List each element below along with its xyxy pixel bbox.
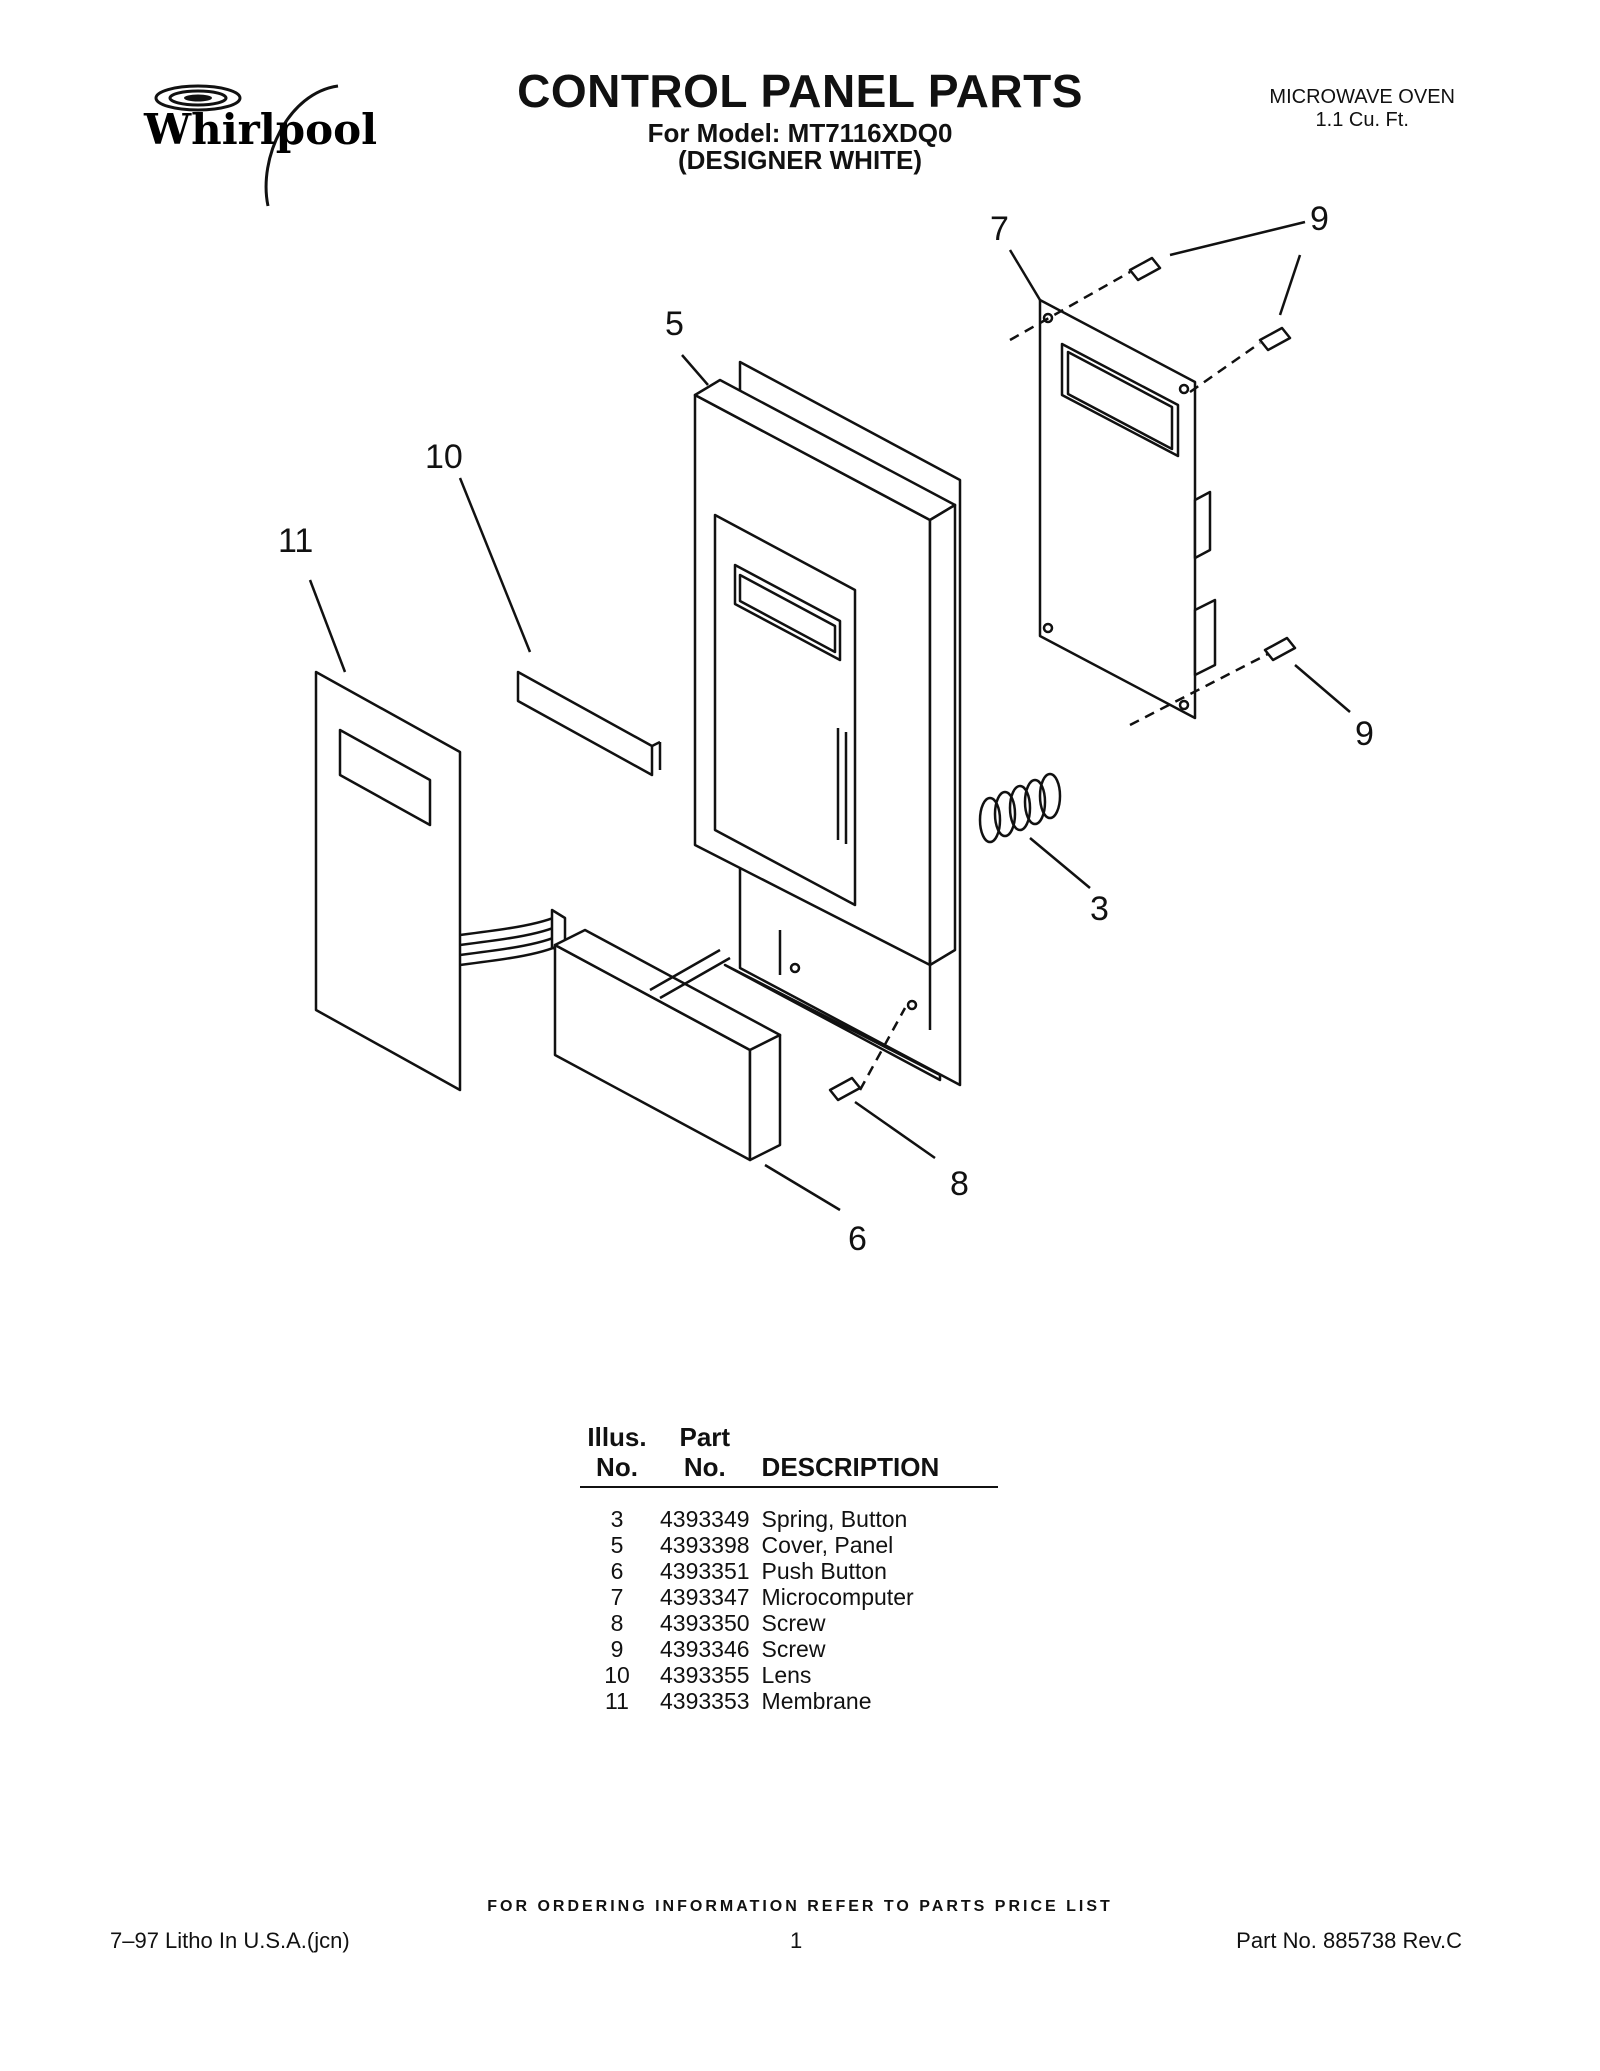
table-row: 5 4393398 Cover, Panel [610, 1532, 894, 1558]
callout-5: 5 [665, 305, 684, 343]
guide-lines [858, 270, 1269, 1091]
exploded-parts-diagram: 7 9 5 10 11 9 3 8 6 [278, 200, 1374, 1258]
part-6-push-button [553, 928, 782, 1162]
parts-table: Illus. No. Part No. DESCRIPTION 3 439334… [580, 1422, 998, 1714]
page-number: 1 [790, 1928, 803, 1953]
part-10-lens [516, 670, 662, 777]
header-illus-no: Illus. No. [580, 1422, 654, 1488]
leader-arrows [308, 220, 1351, 1212]
screw-parts [828, 256, 1297, 1102]
color-line: (DESIGNER WHITE) [677, 145, 923, 175]
callout-8: 8 [950, 1165, 969, 1203]
whirlpool-swirl-icon: Whirlpool [143, 84, 377, 207]
parts-table-header: Illus. No. Part No. DESCRIPTION [580, 1422, 998, 1488]
header-part-no: Part No. [654, 1422, 756, 1488]
callout-7: 7 [990, 210, 1009, 248]
product-capacity: 1.1 Cu. Ft. [1315, 109, 1409, 131]
callout-9-bottom: 9 [1355, 715, 1374, 753]
product-type: MICROWAVE OVEN [1269, 86, 1455, 108]
table-row: 7 4393347 Microcomputer [610, 1584, 914, 1610]
callout-9-top: 9 [1310, 200, 1329, 238]
table-row: 10 4393355 Lens [604, 1662, 812, 1688]
table-row: 8 4393350 Screw [610, 1610, 826, 1636]
page-title: CONTROL PANEL PARTS [517, 65, 1083, 117]
callout-11: 11 [278, 522, 313, 560]
callout-10: 10 [425, 438, 463, 476]
table-row: 6 4393351 Push Button [610, 1558, 887, 1584]
table-row: 11 4393353 Membrane [605, 1688, 872, 1714]
part-number: Part No. 885738 Rev.C [1236, 1928, 1462, 1953]
callout-6: 6 [848, 1220, 867, 1258]
table-row: 9 4393346 Screw [610, 1636, 826, 1662]
part-3-spring [978, 772, 1062, 844]
part-11-membrane [314, 670, 567, 1092]
callout-3: 3 [1090, 890, 1109, 928]
ordering-note: FOR ORDERING INFORMATION REFER TO PARTS … [487, 1898, 1113, 1915]
part-5-cover-panel [693, 360, 962, 1087]
model-line: For Model: MT7116XDQ0 [647, 118, 953, 148]
table-row: 3 4393349 Spring, Button [610, 1506, 908, 1532]
header-description: DESCRIPTION [755, 1422, 998, 1488]
part-7-microcomputer [1038, 298, 1217, 720]
litho-line: 7–97 Litho In U.S.A.(jcn) [110, 1928, 350, 1953]
product-info: MICROWAVE OVEN 1.1 Cu. Ft. [1269, 86, 1455, 132]
whirlpool-logo: Whirlpool [138, 68, 378, 223]
brand-name: Whirlpool [143, 105, 377, 154]
